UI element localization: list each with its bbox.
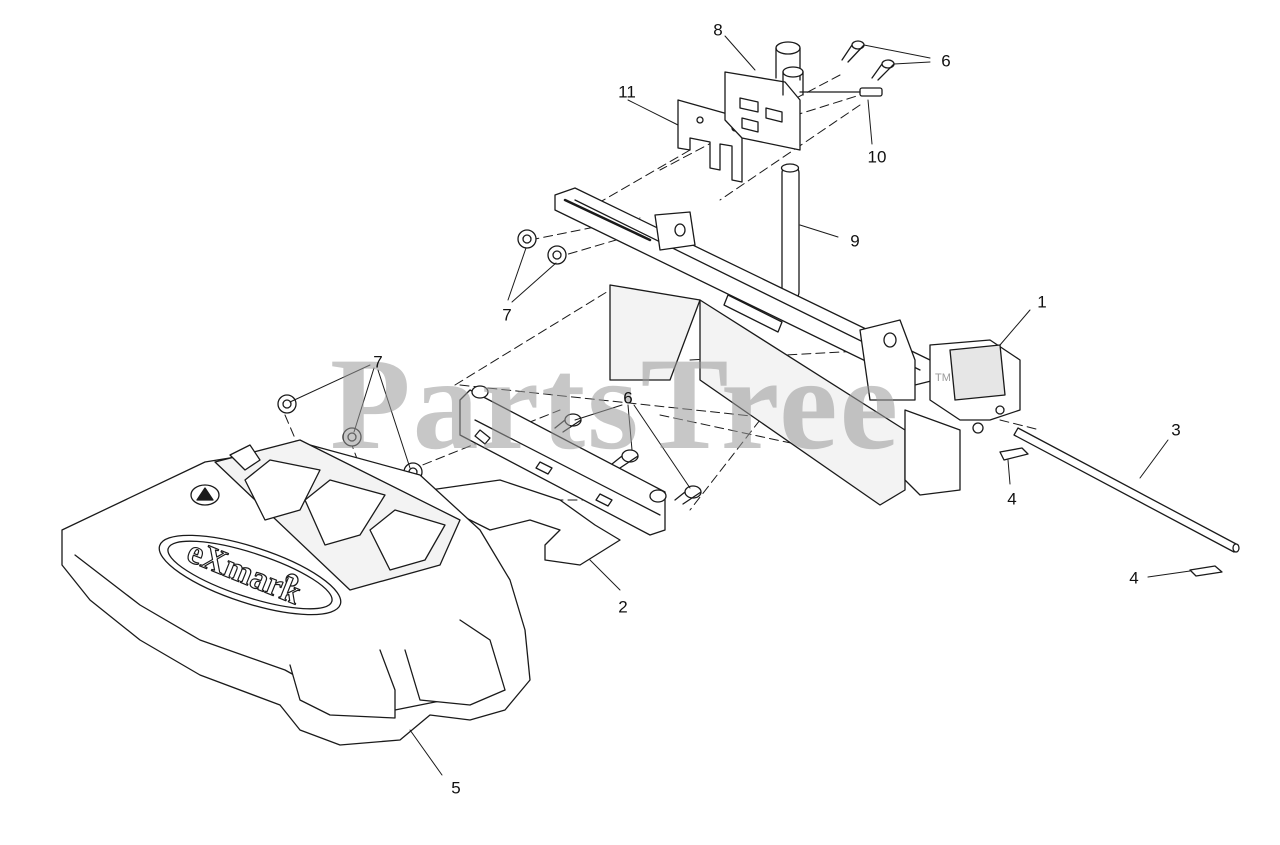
part-8-mount-bracket: [724, 41, 804, 151]
part-7-nuts-upper: [517, 229, 567, 265]
part-7-nuts-lower: [277, 394, 423, 482]
callout-2: 2: [618, 597, 628, 617]
part-3-long-rod: [1013, 427, 1240, 553]
callout-5: 5: [451, 778, 461, 798]
callout-4-upper: 4: [1007, 489, 1017, 509]
part-10-pin: [799, 87, 883, 97]
callout-4-lower: 4: [1129, 568, 1139, 588]
callout-6-upper: 6: [941, 51, 951, 71]
part-2-hitch-plate: [429, 385, 667, 566]
callout-3: 3: [1171, 420, 1181, 440]
callout-7-upper: 7: [502, 305, 512, 325]
callout-11: 11: [618, 82, 636, 102]
part-1-main-frame: [554, 187, 1021, 506]
trademark-mark: TM: [935, 372, 951, 384]
watermark: PartsTree: [330, 330, 901, 477]
callout-9: 9: [850, 231, 860, 251]
part-9-rod: [780, 163, 800, 301]
part-6-bolts-top: [841, 40, 895, 81]
part-5-deck-cover: eXmark: [61, 439, 531, 746]
callout-7-lower: 7: [373, 352, 383, 372]
part-6-bolts-lower: [554, 413, 702, 505]
part-4-clip-upper: [999, 447, 1029, 461]
leader-lines: [289, 35, 1191, 776]
part-4-clip-lower: [1189, 565, 1223, 577]
callout-6-lower: 6: [623, 388, 633, 408]
callout-10: 10: [867, 147, 887, 167]
callout-8: 8: [713, 20, 723, 40]
callout-1: 1: [1037, 292, 1047, 312]
